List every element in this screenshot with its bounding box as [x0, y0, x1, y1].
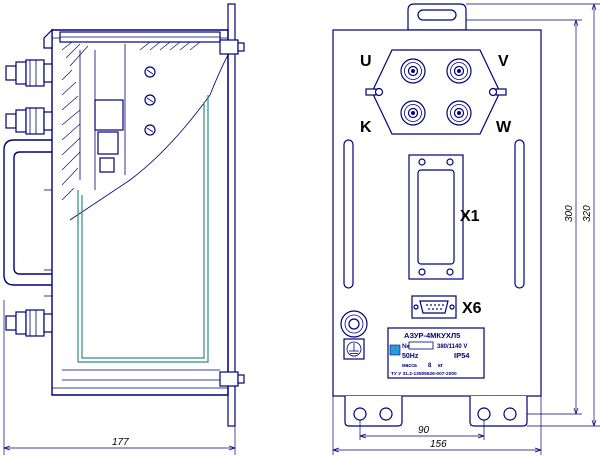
dimension-depth-label: 177 [112, 437, 129, 448]
ground-gland [340, 310, 368, 360]
nameplate-model: АЗУР-4МКУХЛ5 [404, 331, 460, 340]
nameplate-logo [389, 344, 401, 356]
dimension-mount-spacing: 90 [359, 420, 485, 440]
nameplate-protection: IP54 [454, 351, 470, 360]
dimension-width-label: 156 [430, 439, 447, 450]
front-mounting-foot-left [344, 396, 403, 427]
side-mounting-plate [227, 3, 236, 427]
dimension-body-height-label: 300 [564, 205, 575, 222]
label-k: K [360, 119, 372, 136]
side-inner-panel [77, 95, 209, 363]
label-x6: X6 [462, 300, 482, 317]
nameplate-mass-value: 8 [428, 363, 432, 369]
nameplate-mass-unit: кг [438, 363, 444, 369]
side-lid [43, 28, 53, 49]
side-plate-bolts [219, 39, 245, 387]
front-view: U V K W X1 X6 [332, 3, 542, 427]
label-v: V [498, 53, 509, 70]
connector-x6 [411, 295, 457, 319]
terminal-v [446, 58, 472, 84]
dimension-mount-spacing-label: 90 [418, 425, 430, 436]
nameplate-number-prefix: № [402, 343, 409, 350]
front-slot-right [514, 139, 525, 289]
side-handle [3, 139, 52, 286]
dimension-body-height: 300 [466, 19, 582, 415]
dimension-overall-height-label: 320 [582, 205, 593, 222]
side-section-hatch [61, 41, 201, 201]
side-break-line [69, 54, 229, 221]
terminal-k [400, 100, 426, 126]
nameplate-mass-label: масса [402, 363, 417, 369]
connector-x1 [408, 154, 464, 280]
dimension-depth: 177 [3, 300, 236, 455]
terminal-w [446, 100, 472, 126]
label-w: W [496, 119, 512, 136]
front-slot-left [343, 139, 354, 289]
label-x1: X1 [460, 208, 480, 225]
dimension-overall-height: 320 [466, 3, 600, 427]
nameplate: АЗУР-4МКУХЛ5 № 380/1140 V 50Hz IP54 масс… [387, 327, 485, 379]
side-screws [144, 66, 156, 136]
power-terminal-box [365, 49, 507, 135]
side-view [3, 3, 245, 427]
label-u: U [360, 53, 372, 70]
side-cable-glands [5, 59, 53, 337]
dimension-width: 156 [332, 396, 542, 455]
nameplate-voltage: 380/1140 V [437, 344, 467, 350]
nameplate-standard: ТУ У 31.2-13505626-007-2000 [391, 371, 457, 377]
nameplate-frequency: 50Hz [402, 353, 419, 360]
terminal-u [400, 58, 426, 84]
